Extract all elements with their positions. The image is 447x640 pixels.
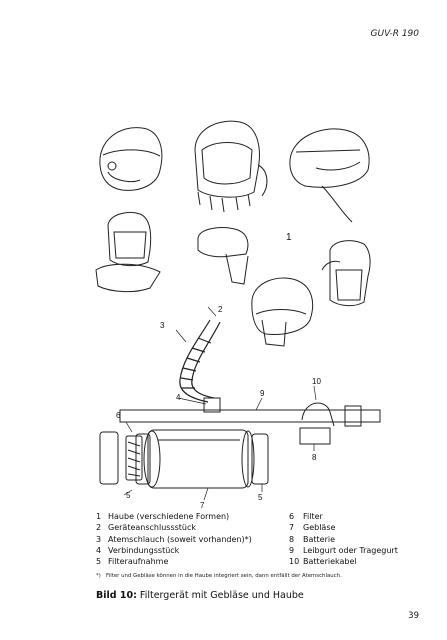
battery-cable bbox=[301, 402, 335, 427]
callout-9: 9 bbox=[260, 389, 265, 398]
legend-number: 8 bbox=[289, 534, 295, 544]
document-id: GUV-R 190 bbox=[370, 29, 419, 39]
legend-item: 4 Verbindungsstück bbox=[96, 545, 252, 556]
callout-3: 3 bbox=[160, 321, 165, 330]
legend-item: 7 Gebläse bbox=[289, 522, 398, 533]
callout-6: 6 bbox=[116, 411, 121, 420]
legend-text: Filteraufnahme bbox=[108, 557, 169, 567]
hood-illustration bbox=[99, 127, 163, 191]
breathing-hose bbox=[179, 319, 221, 403]
hood-illustration bbox=[194, 120, 268, 213]
filter bbox=[125, 435, 143, 481]
leader-lines bbox=[123, 306, 317, 501]
caption-label: Bild 10: bbox=[96, 590, 137, 601]
legend-item: 9 Leibgurt oder Tragegurt bbox=[289, 545, 398, 556]
footnote: *) Filter und Gebläse können in die Haube… bbox=[96, 573, 416, 579]
legend-number: 6 bbox=[289, 512, 295, 521]
callout-5-left: 5 bbox=[126, 491, 131, 500]
filter-receptacle bbox=[135, 433, 151, 485]
legend-number: 4 bbox=[96, 545, 102, 555]
legend-number: 9 bbox=[289, 545, 295, 555]
legend-text: Batteriekabel bbox=[303, 557, 357, 567]
connector bbox=[203, 397, 221, 413]
legend-number: 7 bbox=[289, 523, 295, 533]
legend-number: 3 bbox=[96, 534, 102, 544]
footnote-mark: *) bbox=[96, 573, 101, 579]
callout-5-right: 5 bbox=[258, 493, 263, 502]
legend-item: 3 Atemschlauch (soweit vorhanden)*) bbox=[96, 534, 252, 545]
filter-receptacle bbox=[251, 433, 269, 485]
legend-item: 5 Filteraufnahme bbox=[96, 556, 252, 567]
blower-housing bbox=[143, 429, 255, 489]
hood-illustration bbox=[197, 227, 249, 285]
figure-caption: Bild 10: Filtergerät mit Gebläse und Hau… bbox=[96, 590, 304, 601]
legend-number: 5 bbox=[96, 557, 102, 567]
group-label: 1 bbox=[286, 232, 292, 243]
legend-text: Haube (verschiedene Formen) bbox=[108, 512, 230, 521]
belt bbox=[119, 405, 381, 427]
legend-number: 2 bbox=[96, 523, 102, 533]
filter-device-illustration: 1 2 3 4 5 5 6 7 8 9 10 bbox=[95, 120, 381, 510]
caption-text: Filtergerät mit Gebläse und Haube bbox=[139, 590, 304, 601]
legend-text: Filter bbox=[303, 512, 323, 521]
legend-column-right: 6 Filter 7 Gebläse 8 Batterie 9 Leibgurt ode… bbox=[289, 511, 398, 567]
legend-text: Verbindungsstück bbox=[108, 545, 180, 555]
callout-4: 4 bbox=[176, 393, 181, 402]
legend-item: 8 Batterie bbox=[289, 534, 398, 545]
callout-10: 10 bbox=[312, 377, 321, 386]
footnote-text: Filter und Gebläse können in die Haube i… bbox=[106, 573, 342, 579]
legend-text: Geräteanschlussstück bbox=[108, 523, 197, 533]
hood-illustration bbox=[251, 277, 314, 347]
legend-item: 6 Filter bbox=[289, 511, 398, 522]
hood-illustration bbox=[95, 211, 161, 293]
legend-text: Atemschlauch (soweit vorhanden)*) bbox=[108, 534, 252, 544]
callout-7: 7 bbox=[200, 501, 205, 510]
hood-illustration bbox=[321, 240, 371, 307]
legend-item: 2 Geräteanschlussstück bbox=[96, 522, 252, 533]
hood-illustration bbox=[289, 128, 370, 223]
legend-number: 10 bbox=[289, 557, 300, 567]
legend-text: Gebläse bbox=[303, 523, 336, 533]
callout-8: 8 bbox=[312, 453, 317, 462]
legend-text: Batterie bbox=[303, 534, 336, 544]
legend-text: Leibgurt oder Tragegurt bbox=[303, 545, 398, 555]
callout-2: 2 bbox=[218, 305, 223, 314]
page-number: 39 bbox=[408, 611, 419, 621]
legend-item: 1 Haube (verschiedene Formen) bbox=[96, 511, 252, 522]
battery bbox=[299, 427, 331, 445]
filter bbox=[99, 431, 119, 485]
legend-number: 1 bbox=[96, 512, 102, 521]
legend-column-left: 1 Haube (verschiedene Formen) 2 Geräteansc… bbox=[96, 511, 252, 567]
